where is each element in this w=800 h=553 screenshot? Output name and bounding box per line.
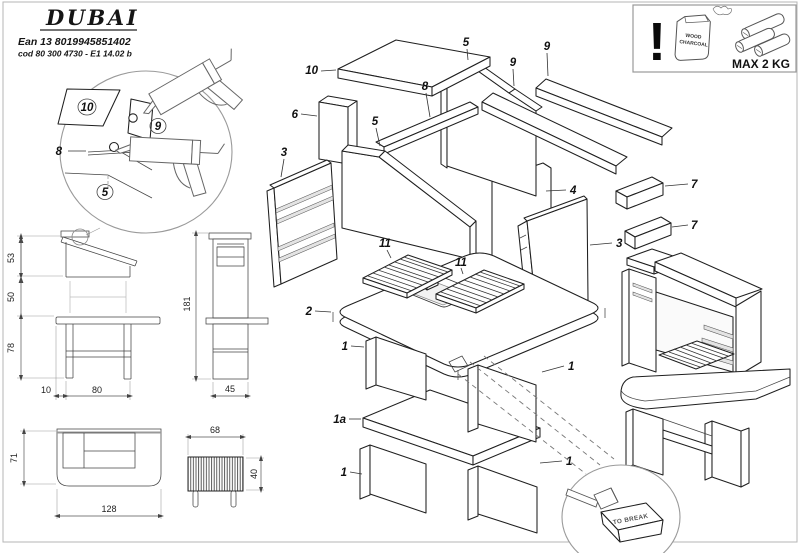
dim-68: 68	[210, 425, 220, 435]
dim-53: 53	[6, 253, 16, 263]
dimension-drawing-front: 181 45	[182, 230, 269, 399]
break-corner-mark	[448, 355, 469, 373]
dim-40: 40	[249, 469, 259, 479]
label-part-7: 7	[691, 179, 698, 191]
page-title: DUBAI	[45, 5, 139, 30]
dim-181: 181	[182, 296, 192, 311]
part-5-left-wall	[341, 144, 477, 260]
glue-dot	[108, 141, 120, 153]
header: DUBAI Ean 13 8019945851402 cod 80 300 47…	[18, 5, 139, 59]
exploded-labels: 10 6 5 8 5 9 9 3 4 7 7 3 11 11 2 1 1 1a	[280, 37, 698, 479]
label-part-2: 2	[305, 306, 313, 318]
detail-part-10	[57, 88, 121, 127]
label-part-4: 4	[569, 185, 577, 197]
dim-128: 128	[101, 504, 116, 514]
part-11-grate	[435, 269, 525, 314]
label-part-9: 9	[510, 57, 517, 69]
detail-label-5: 5	[102, 187, 109, 199]
max-weight-label: MAX 2 KG	[732, 57, 790, 71]
detail-label-8: 8	[56, 146, 63, 158]
part-1-leg	[365, 336, 427, 401]
break-leader-lines	[457, 355, 615, 475]
part-3-left-panel	[266, 159, 338, 288]
label-part-3: 3	[281, 147, 288, 159]
front-view-dimensions: 181 45	[182, 230, 251, 399]
label-part-11: 11	[379, 238, 391, 250]
part-7-block	[615, 176, 664, 210]
detail-label-10: 10	[81, 102, 94, 114]
part-7-block	[624, 216, 672, 250]
dim-10: 10	[41, 385, 51, 395]
label-part-10: 10	[305, 65, 318, 77]
break-block: TO BREAK	[600, 502, 664, 543]
dim-80: 80	[92, 385, 102, 395]
part-11-grate	[362, 254, 453, 299]
part-9-strip	[481, 92, 628, 175]
label-part-8: 8	[422, 81, 429, 93]
part-10-lid	[337, 39, 491, 97]
label-part-6: 6	[292, 109, 299, 121]
wood-logs-icon	[735, 13, 791, 57]
part-9-strip	[535, 78, 673, 146]
grate-dimensions: 68 40	[185, 425, 264, 493]
break-detail-callout: TO BREAK	[561, 464, 681, 553]
warning-box: ! WOOD CHARCOAL MAX 2 KG	[632, 4, 797, 73]
top-view-dimensions: 71 128	[9, 428, 164, 519]
exclamation-icon: !	[648, 12, 666, 72]
side-view-dimensions: 53 50 78 10 80	[6, 233, 133, 400]
label-part-1a: 1a	[333, 414, 346, 426]
dim-45: 45	[225, 384, 235, 394]
detail-label-9: 9	[155, 121, 162, 133]
label-part-3: 3	[616, 238, 623, 250]
label-part-1: 1	[342, 341, 348, 353]
dimension-drawing-grate: 68 40	[185, 425, 264, 508]
dim-71: 71	[9, 453, 19, 463]
dimension-drawing-side: 53 50 78 10 80	[6, 228, 161, 400]
label-part-5: 5	[463, 37, 470, 49]
detail-reference-circle	[71, 228, 89, 246]
part-1-leg	[467, 465, 538, 534]
label-part-1: 1	[566, 456, 572, 468]
glue-dot	[128, 113, 138, 123]
ean-code: Ean 13 8019945851402	[18, 36, 131, 48]
label-part-7: 7	[691, 220, 698, 232]
assembled-view	[620, 248, 791, 488]
label-part-1: 1	[341, 467, 347, 479]
label-part-11: 11	[455, 257, 467, 269]
product-code: cod 80 300 4730 - E1 14.02 b	[18, 49, 132, 59]
dim-50: 50	[6, 292, 16, 302]
bag-label-1: WOOD	[685, 33, 702, 41]
detail-part-5	[64, 172, 153, 199]
bag-label-2: CHARCOAL	[679, 39, 708, 48]
dimension-drawing-top: 71 128	[9, 428, 164, 519]
part-1-leg	[467, 364, 537, 443]
charcoal-bag-icon: WOOD CHARCOAL	[674, 5, 732, 61]
hammer-icon	[565, 487, 619, 510]
exploded-view	[266, 39, 673, 534]
part-1-leg	[359, 444, 427, 514]
label-part-5: 5	[372, 116, 379, 128]
dim-78: 78	[6, 343, 16, 353]
label-part-9: 9	[544, 41, 551, 53]
glue-detail-callout: 10 9 8 5	[56, 46, 259, 236]
label-part-1: 1	[568, 361, 574, 373]
